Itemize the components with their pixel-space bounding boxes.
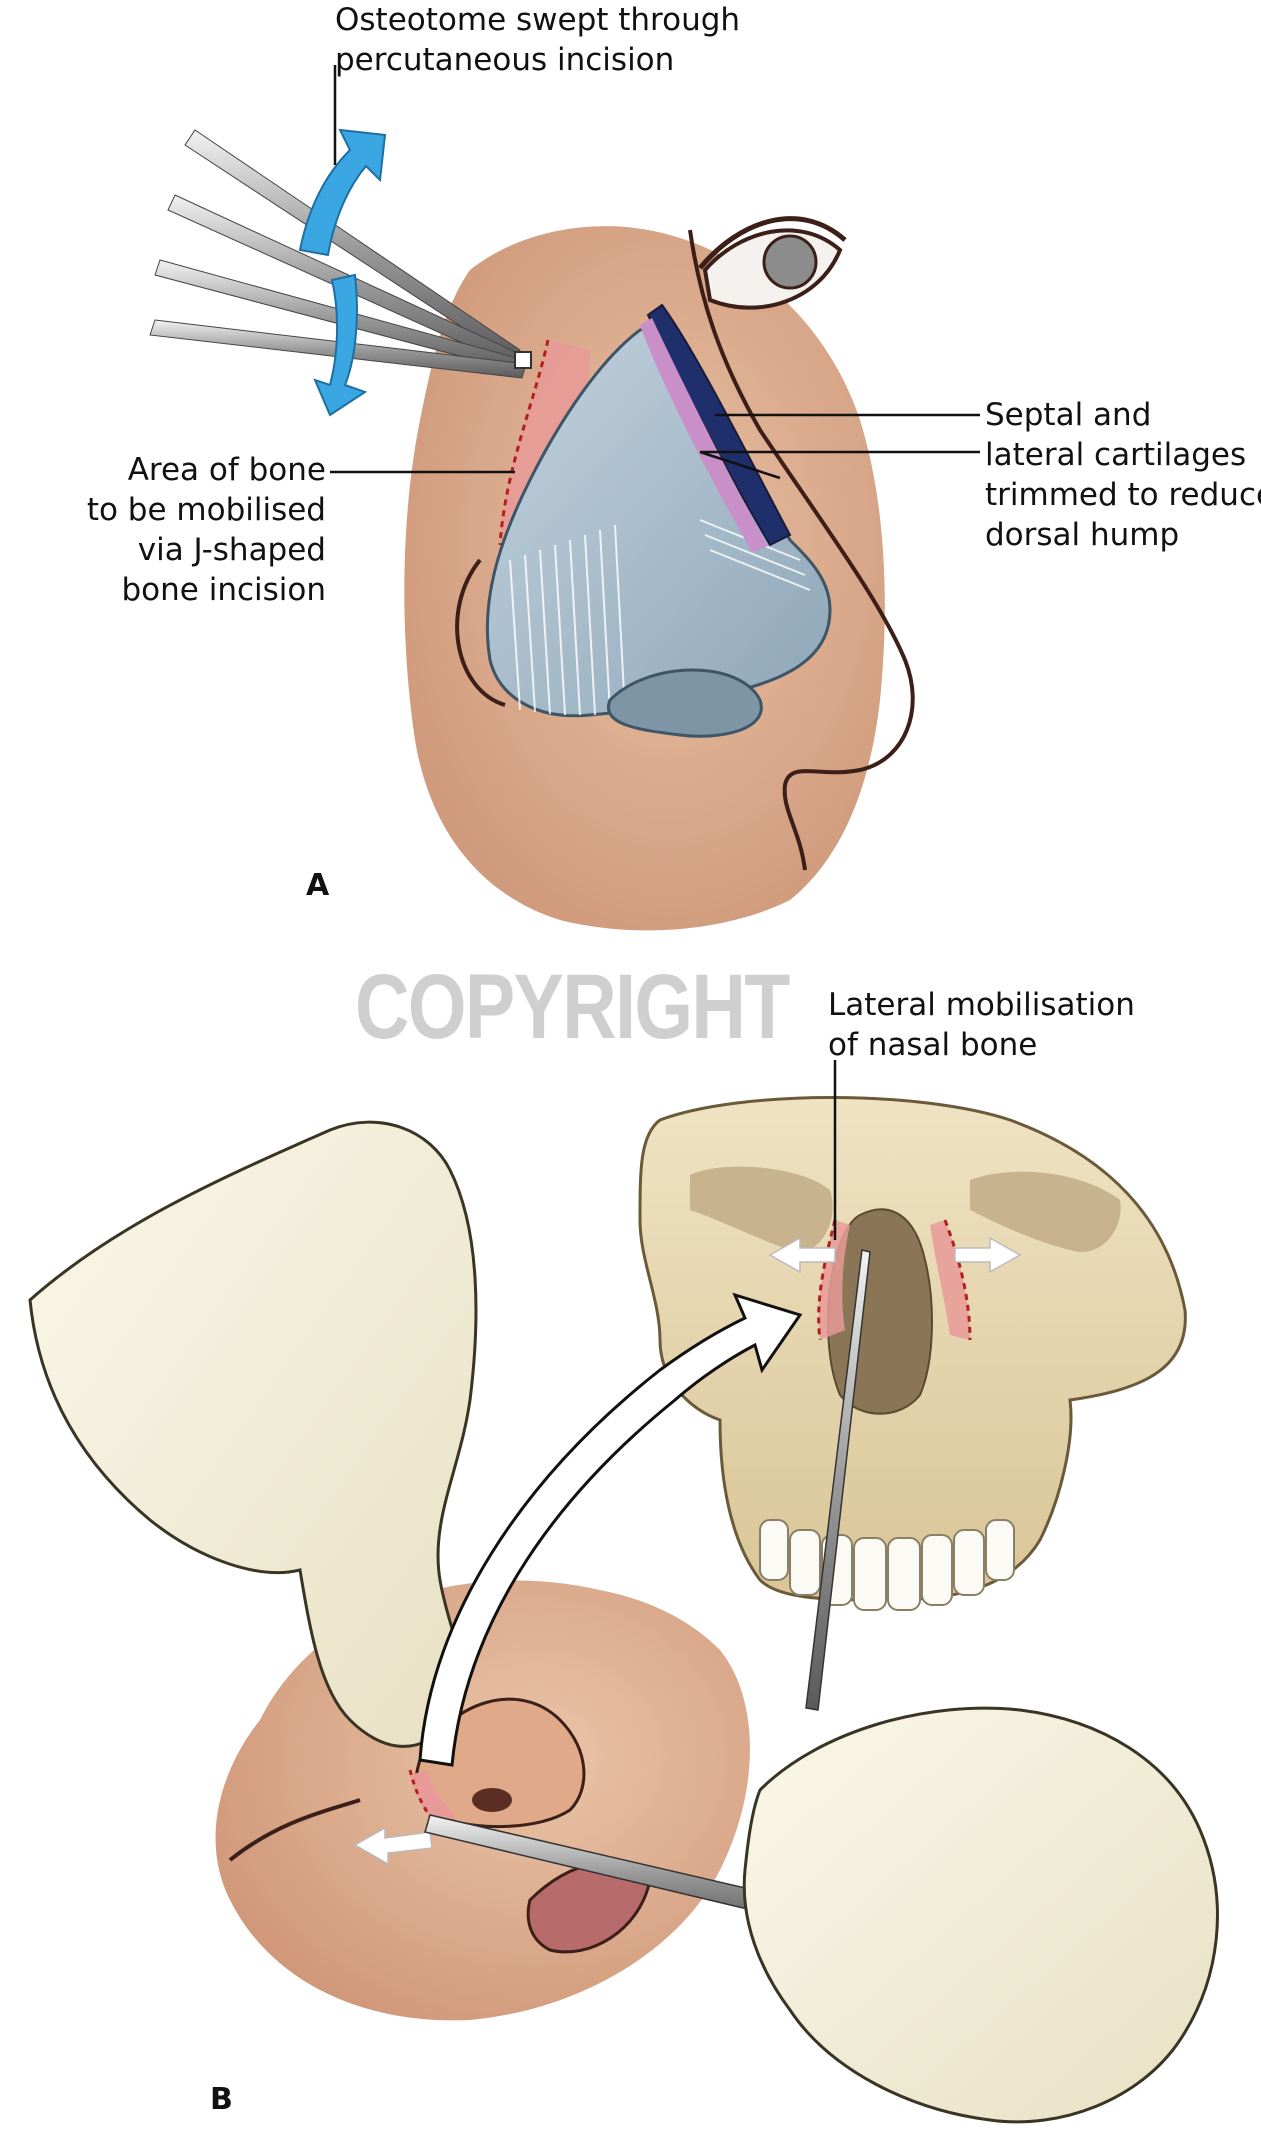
label-osteotome-line-2: percutaneous incision (335, 42, 675, 78)
label-area-line-4: bone incision (121, 572, 326, 608)
skull-elevator (805, 1249, 871, 1711)
left-orbit (690, 1166, 833, 1252)
label-lateral-mobilisation: Lateral mobilisation of nasal bone (828, 985, 1135, 1065)
cheek-crease (455, 558, 506, 707)
right-orbit (970, 1171, 1121, 1252)
panel-b-illustration (28, 1060, 1219, 2124)
leader-lines-a (330, 65, 980, 480)
copyright-watermark: COPYRIGHT (355, 956, 790, 1058)
lateral-arrow-b (353, 1826, 433, 1866)
label-area-line-2: to be mobilised (86, 492, 326, 528)
nasal-bone-highlight-left (818, 1220, 850, 1340)
label-area-of-bone: Area of bone to be mobilised via J-shape… (87, 450, 326, 610)
right-glove (742, 1706, 1219, 2124)
nasal-bone-highlight-right (930, 1220, 970, 1340)
skull-mobilisation-arrows (768, 1236, 1022, 1274)
label-lateral-line-2: of nasal bone (828, 1027, 1038, 1063)
panel-a-letter: A (306, 868, 330, 903)
label-area-line-3: via J-shaped (137, 532, 326, 568)
label-osteotome-line-1: Osteotome swept through (335, 2, 741, 38)
label-area-line-1: Area of bone (127, 452, 326, 488)
label-cartilages-line-1: Septal and (985, 397, 1152, 433)
nostril-a (606, 668, 763, 738)
label-cartilages-line-3: trimmed to reduce (985, 477, 1261, 513)
label-lateral-line-1: Lateral mobilisation (828, 987, 1135, 1023)
nose-profile-line (688, 229, 915, 871)
label-cartilages-line-2: lateral cartilages (985, 437, 1247, 473)
panel-b-letter: B (210, 2082, 233, 2117)
label-osteotome: Osteotome swept through percutaneous inc… (335, 0, 740, 80)
transfer-arrow (418, 1292, 803, 1767)
incision-highlight-b (410, 1770, 455, 1830)
eye-a (698, 216, 847, 310)
closed-eye-b (228, 1798, 361, 1862)
label-cartilages: Septal and lateral cartilages trimmed to… (985, 395, 1261, 555)
j-incision-line (498, 339, 550, 546)
sweep-arrows (298, 128, 387, 417)
label-cartilages-line-4: dorsal hump (985, 517, 1180, 553)
left-glove (28, 1120, 478, 1748)
lateral-cartilage-strip (640, 318, 768, 552)
panel-a-illustration (149, 65, 980, 931)
